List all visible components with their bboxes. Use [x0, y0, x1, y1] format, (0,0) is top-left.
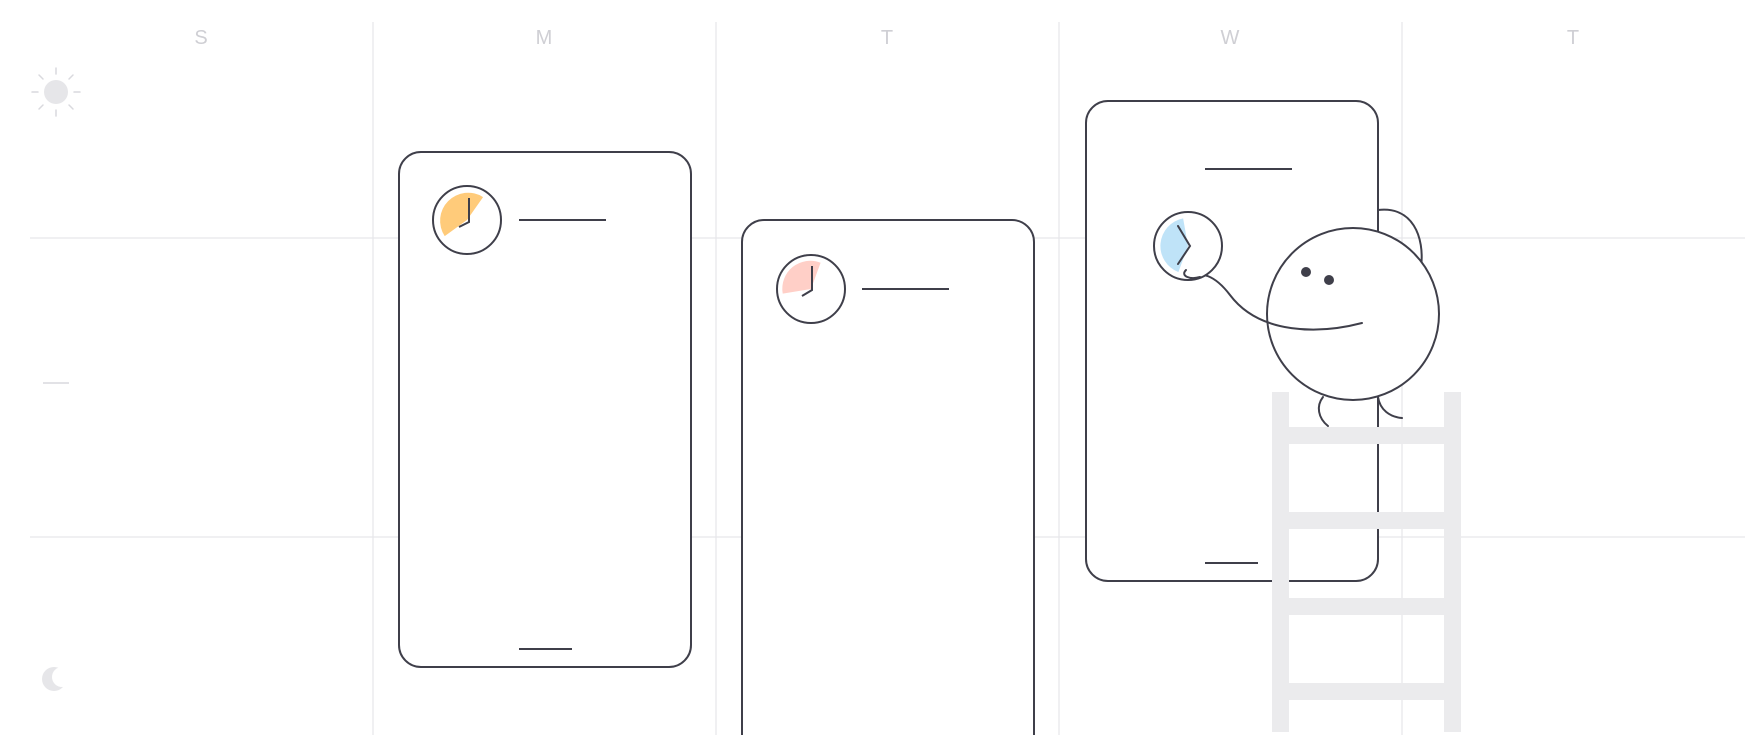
character-arm-back [1377, 208, 1423, 269]
day-label-sunday: S [194, 27, 207, 49]
day-label-tuesday: T [881, 27, 893, 49]
sun-core [44, 80, 68, 104]
character-leg [1317, 396, 1329, 427]
ladder-rail [1272, 392, 1289, 732]
character-eye [1324, 275, 1334, 285]
card-frame [398, 151, 692, 668]
moon-icon [42, 667, 72, 691]
day-label-wednesday: W [1221, 27, 1240, 49]
character-body [1266, 227, 1440, 401]
character [1153, 208, 1440, 427]
ladder-rail [1444, 392, 1461, 732]
day-header: S M T W T [194, 27, 1579, 49]
character-eye [1301, 267, 1311, 277]
day-label-thursday: T [1567, 27, 1579, 49]
clock-icon [776, 254, 846, 324]
clock-icon [432, 185, 502, 255]
ladder [1272, 392, 1461, 732]
card-frame [741, 219, 1035, 735]
schedule-card-monday [398, 151, 692, 668]
sun-icon [31, 67, 81, 117]
schedule-card-wednesday [1085, 100, 1379, 582]
ladder-rung [1289, 683, 1444, 700]
character-hand [1183, 269, 1201, 280]
ladder-rung [1289, 427, 1444, 444]
schedule-card-tuesday [741, 219, 1035, 735]
character-leg [1377, 396, 1403, 419]
ladder-rung [1289, 598, 1444, 615]
clock-icon [1153, 211, 1223, 281]
ladder-rung [1289, 512, 1444, 529]
day-label-monday: M [536, 27, 553, 49]
